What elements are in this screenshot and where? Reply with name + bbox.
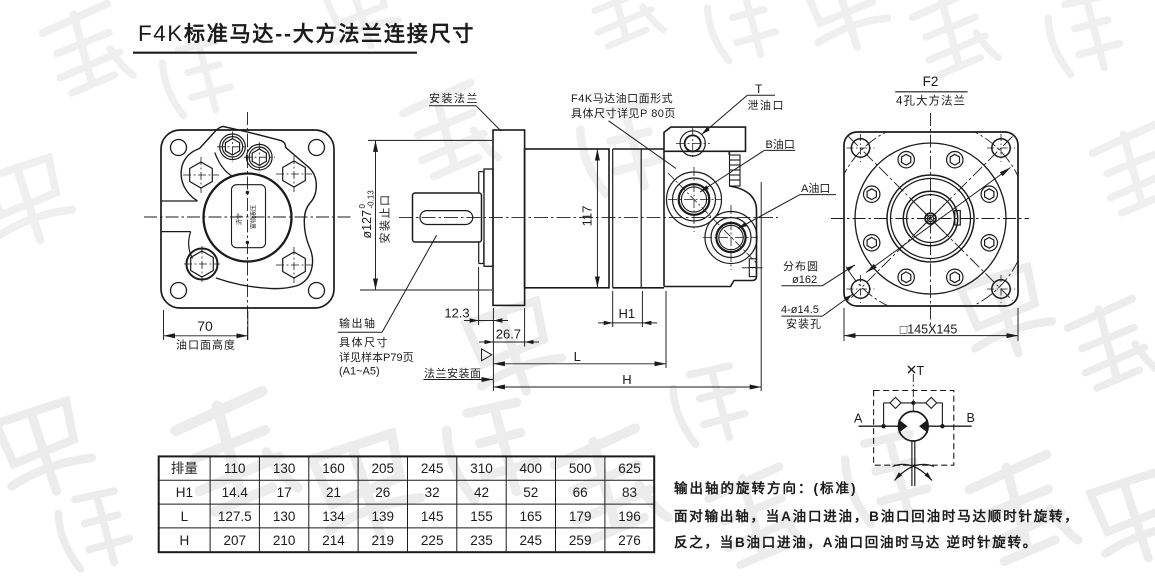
svg-text:具体尺寸详见P 80页: 具体尺寸详见P 80页 [571,106,676,120]
svg-text:139: 139 [372,509,395,524]
svg-text:A: A [854,412,863,426]
svg-text:反之，当B油口进油，A油口回油时马达 逆时针旋转。: 反之，当B油口进油，A油口回油时马达 逆时针旋转。 [674,534,1038,550]
svg-text:B油口: B油口 [766,137,795,151]
svg-text:安装孔: 安装孔 [786,317,822,331]
svg-text:26: 26 [375,485,390,500]
svg-text:32: 32 [425,485,440,500]
svg-text:详见样本P79页: 详见样本P79页 [339,350,414,364]
svg-text:70: 70 [197,318,213,334]
svg-text:155: 155 [470,509,493,524]
svg-text:4-ø14.5: 4-ø14.5 [781,304,819,316]
svg-text:富顿液压: 富顿液压 [250,205,258,229]
svg-text:196: 196 [618,509,641,524]
svg-text:160: 160 [322,461,345,476]
svg-text:油口面高度: 油口面高度 [176,338,236,352]
svg-text:117: 117 [580,206,595,227]
svg-text:B: B [967,411,975,425]
svg-text:179: 179 [569,509,592,524]
svg-text:21: 21 [326,485,341,500]
svg-text:245: 245 [520,533,543,548]
svg-text:134: 134 [322,509,345,524]
svg-text:276: 276 [618,533,641,548]
svg-text:127.5: 127.5 [218,509,252,524]
svg-text:输出轴: 输出轴 [339,316,377,330]
svg-text:F4K马达油口面形式: F4K马达油口面形式 [571,91,673,105]
svg-text:安装法兰: 安装法兰 [429,91,479,105]
svg-text:235: 235 [470,533,493,548]
svg-text:分布圆: 分布圆 [783,260,819,273]
svg-text:17: 17 [277,485,292,500]
svg-text:207: 207 [224,533,247,548]
svg-text:-0.13: -0.13 [367,190,376,209]
svg-text:219: 219 [372,533,395,548]
svg-text:面对输出轴，当A油口进油，B油口回油时马达顺时针旋转，: 面对输出轴，当A油口进油，B油口回油时马达顺时针旋转， [674,508,1080,524]
svg-text:400: 400 [520,461,543,476]
svg-text:130: 130 [273,509,296,524]
svg-text:A油口: A油口 [801,181,830,195]
svg-text:26.7: 26.7 [496,327,521,342]
svg-text:83: 83 [622,485,637,500]
svg-text:标准马达--大方法兰连接尺寸: 标准马达--大方法兰连接尺寸 [184,22,475,46]
svg-text:245: 245 [421,461,444,476]
svg-text:F4K: F4K [138,21,184,46]
svg-text:4孔大方法兰: 4孔大方法兰 [896,94,966,108]
svg-text:310: 310 [470,461,493,476]
svg-text:法兰安装面: 法兰安装面 [424,366,482,380]
svg-text:H: H [622,372,631,387]
svg-text:205: 205 [372,461,395,476]
svg-text:110: 110 [224,461,246,476]
svg-text:H: H [180,533,190,548]
svg-text:66: 66 [573,485,588,500]
svg-text:625: 625 [618,461,641,476]
svg-text:225: 225 [421,533,444,548]
svg-text:排量: 排量 [171,461,198,476]
svg-text:济宁: 济宁 [236,213,244,225]
svg-text:(A1~A5): (A1~A5) [339,366,380,378]
svg-text:L: L [181,509,189,524]
svg-text:165: 165 [520,509,543,524]
svg-text:500: 500 [569,461,592,476]
svg-text:T: T [755,82,763,96]
svg-text:ø127: ø127 [360,210,374,239]
svg-text:ø162: ø162 [792,274,817,286]
svg-text:H1: H1 [176,485,193,500]
svg-text:T: T [917,364,925,378]
svg-text:42: 42 [474,485,489,500]
svg-text:259: 259 [569,533,592,548]
svg-text:具体尺寸: 具体尺寸 [339,335,389,349]
svg-text:泄油口: 泄油口 [748,98,786,112]
svg-text:L: L [574,349,581,364]
svg-text:输出轴的旋转方向：(标准): 输出轴的旋转方向：(标准) [674,480,858,496]
svg-text:145: 145 [421,509,444,524]
svg-text:210: 210 [273,533,296,548]
svg-text:H1: H1 [618,306,635,321]
svg-text:14.4: 14.4 [222,485,249,500]
svg-text:F2: F2 [923,74,939,89]
svg-text:安装止口: 安装止口 [378,194,392,244]
svg-text:12.3: 12.3 [444,306,469,321]
svg-text:52: 52 [523,485,538,500]
svg-text:214: 214 [322,533,345,548]
svg-text:0: 0 [358,204,367,209]
svg-text:130: 130 [273,461,296,476]
svg-text:□145X145: □145X145 [900,323,958,337]
